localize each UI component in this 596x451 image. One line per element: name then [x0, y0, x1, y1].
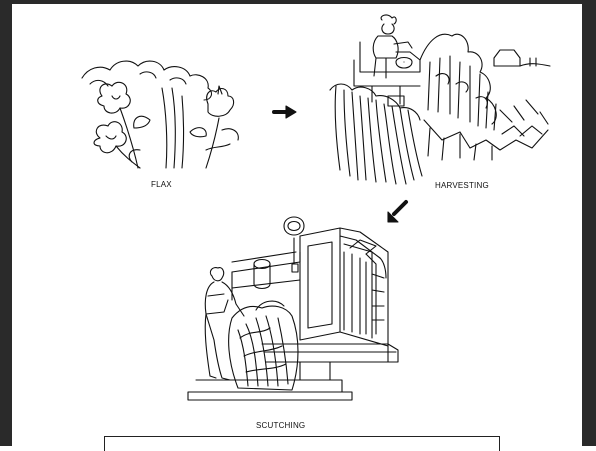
next-step-box [104, 436, 500, 451]
step-label-harvesting: HARVESTING [435, 181, 489, 190]
arrow-down-left [388, 202, 406, 222]
flax-illustration [82, 61, 238, 168]
step-label-flax: FLAX [151, 180, 172, 189]
scutching-illustration [188, 217, 398, 400]
step-label-scutching: SCUTCHING [256, 421, 305, 430]
harvesting-illustration [330, 15, 550, 184]
arrow-right [274, 106, 296, 118]
